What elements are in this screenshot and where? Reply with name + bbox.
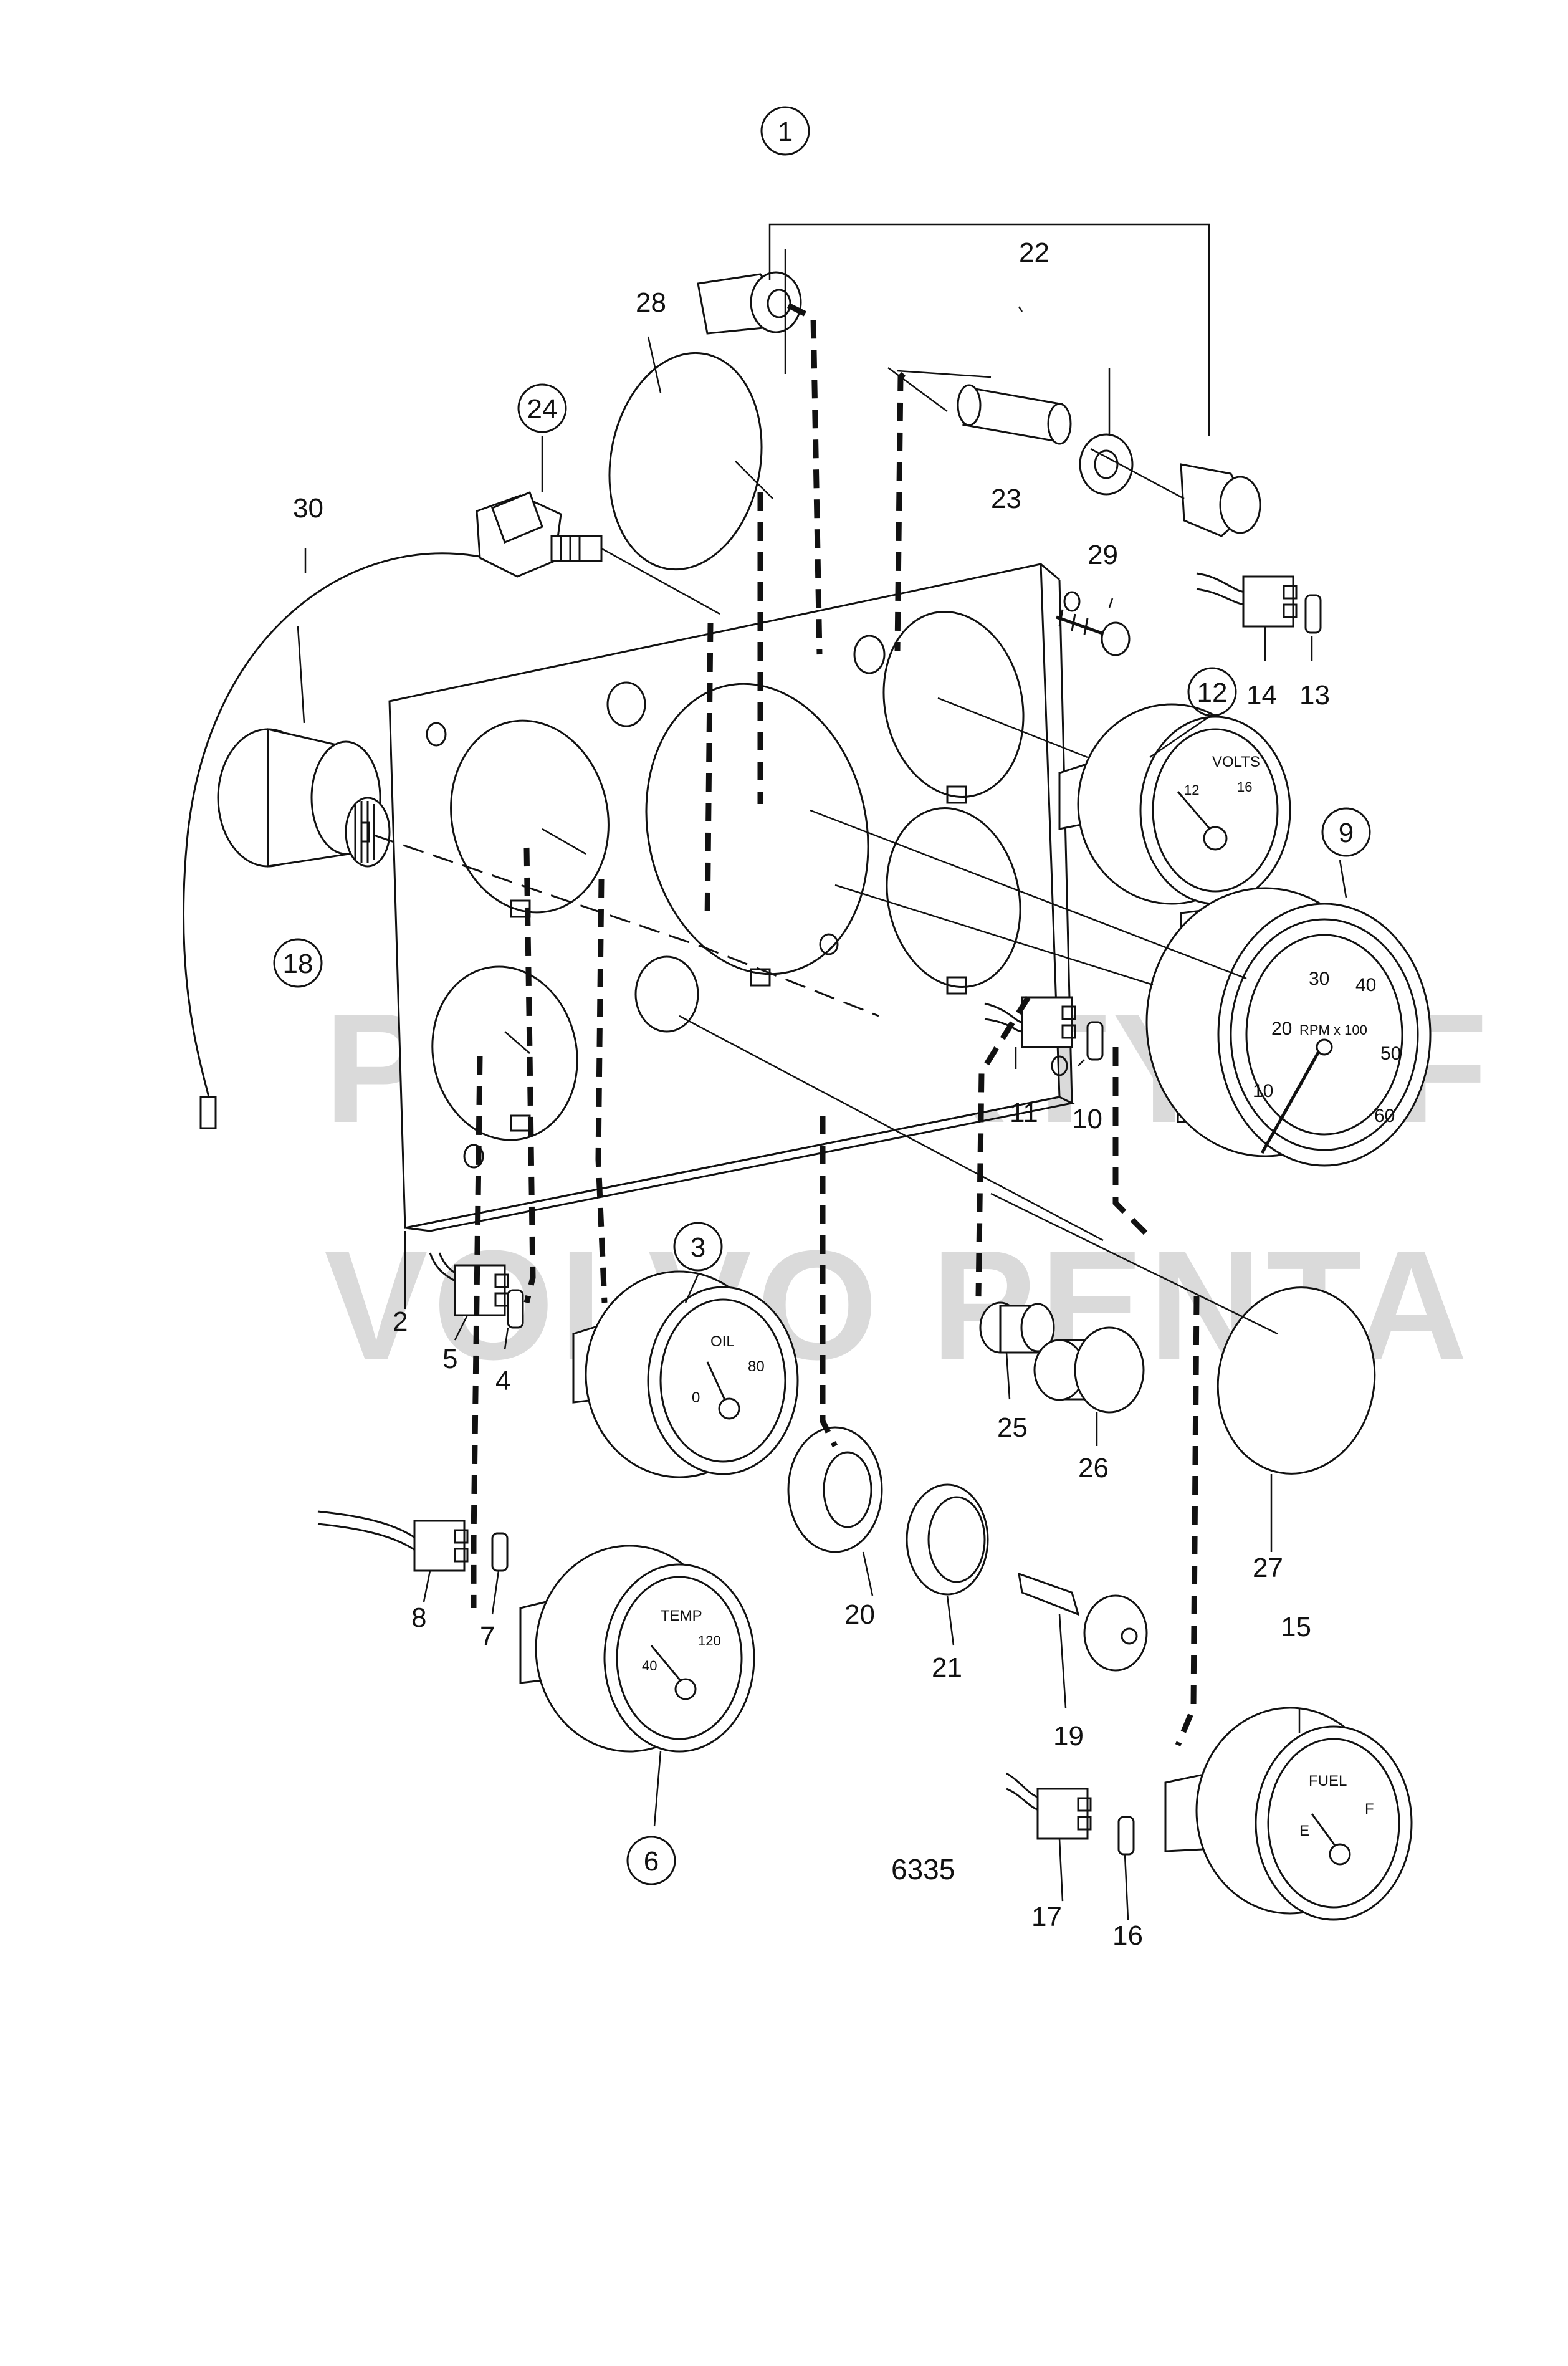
number-callouts: 22 28 30 23 29 14 13 11 10 2 5 4 25 26 2… (293, 237, 1330, 1951)
fuse-holder-assembly (697, 271, 1261, 537)
callout-12: 12 (1197, 678, 1228, 708)
volts-gauge-title: VOLTS (1212, 754, 1260, 770)
alignment-lines (373, 366, 1278, 1335)
oil-pressure-gauge: OIL 0 80 (572, 1270, 799, 1478)
rpm-tick-20: 20 (1271, 1018, 1292, 1039)
key-19 (1018, 1572, 1148, 1672)
assembly-dashed-lines (471, 302, 1200, 1746)
instrument-panel (388, 563, 1081, 1232)
rpm-tick-60: 60 (1374, 1106, 1395, 1126)
callout-22: 22 (1019, 237, 1049, 268)
callout-6: 6 (644, 1846, 659, 1877)
lens-28 (608, 352, 763, 571)
callout-3: 3 (691, 1232, 705, 1263)
callout-13: 13 (1299, 680, 1330, 711)
callout-17: 17 (1031, 1902, 1062, 1932)
callout-10: 10 (1072, 1104, 1102, 1134)
ring-20 (787, 1426, 883, 1553)
callout-18: 18 (283, 949, 313, 979)
callout-14: 14 (1246, 680, 1277, 711)
callout-21: 21 (932, 1652, 962, 1683)
wire-terminal (199, 1096, 217, 1129)
volts-tick-2: 16 (1237, 779, 1252, 795)
callout-8: 8 (411, 1602, 426, 1633)
callout-28: 28 (636, 287, 666, 318)
bulb-16 (1117, 1816, 1135, 1856)
knob-cap-26 (1033, 1326, 1145, 1414)
connector-11 (984, 996, 1076, 1048)
callout-16: 16 (1112, 1920, 1143, 1951)
callout-9: 9 (1339, 818, 1354, 848)
knob-25 (979, 1301, 1055, 1354)
connector-8 (317, 1510, 469, 1572)
rheostat-knob (476, 491, 603, 578)
callout-23: 23 (991, 484, 1021, 514)
temp-tick-1: 40 (642, 1658, 657, 1674)
fuel-tick-1: E (1299, 1822, 1309, 1839)
ring-21 (906, 1483, 989, 1596)
callout-15: 15 (1281, 1612, 1311, 1642)
callout-leaders (297, 223, 1347, 1920)
oil-tick-1: 0 (692, 1389, 700, 1406)
callout-20: 20 (844, 1599, 875, 1630)
fuel-tick-2: F (1365, 1801, 1374, 1818)
wire-30 (183, 552, 487, 1098)
oil-tick-2: 80 (748, 1358, 765, 1375)
oil-gauge-title: OIL (710, 1333, 735, 1350)
rpm-tick-30: 30 (1309, 969, 1329, 989)
bulb-4 (507, 1289, 524, 1329)
figure-number: 6335 (891, 1853, 955, 1885)
ignition-switch (217, 728, 391, 868)
fuel-gauge-title: FUEL (1309, 1773, 1347, 1789)
callout-2: 2 (393, 1306, 408, 1337)
callout-7: 7 (480, 1621, 495, 1652)
callout-29: 29 (1088, 540, 1118, 570)
bulb-7 (491, 1532, 509, 1572)
volts-tick-1: 12 (1184, 782, 1199, 798)
bulb-13 (1304, 594, 1322, 634)
callout-26: 26 (1078, 1453, 1109, 1483)
rpm-tick-10: 10 (1253, 1081, 1273, 1101)
callout-27: 27 (1253, 1553, 1283, 1583)
callout-1: 1 (778, 117, 793, 147)
callout-4: 4 (495, 1366, 510, 1396)
volts-gauge: VOLTS 12 16 (1058, 703, 1291, 905)
callout-25: 25 (997, 1412, 1028, 1443)
temp-tick-2: 120 (698, 1633, 721, 1649)
rpm-tick-40: 40 (1355, 975, 1376, 995)
callout-5: 5 (442, 1344, 457, 1374)
rpm-gauge-title: RPM x 100 (1299, 1022, 1367, 1038)
callout-19: 19 (1053, 1721, 1084, 1751)
fuel-gauge: FUEL E F (1164, 1707, 1413, 1921)
lens-27 (1217, 1286, 1376, 1475)
connector-17 (1006, 1772, 1092, 1840)
temperature-gauge: TEMP 40 120 (519, 1545, 755, 1753)
connector-14 (1196, 572, 1298, 628)
rpm-tick-50: 50 (1380, 1043, 1401, 1064)
callout-30: 30 (293, 493, 323, 524)
circled-callouts: 1 24 12 9 18 3 6 (273, 106, 1371, 1885)
callout-24: 24 (527, 394, 558, 424)
bulb-10 (1086, 1021, 1104, 1061)
temp-gauge-title: TEMP (661, 1607, 702, 1624)
tachometer-gauge: 10 20 30 40 50 60 RPM x 100 (1145, 887, 1432, 1167)
screw-29 (1056, 609, 1131, 656)
callout-11: 11 (1010, 1098, 1038, 1128)
